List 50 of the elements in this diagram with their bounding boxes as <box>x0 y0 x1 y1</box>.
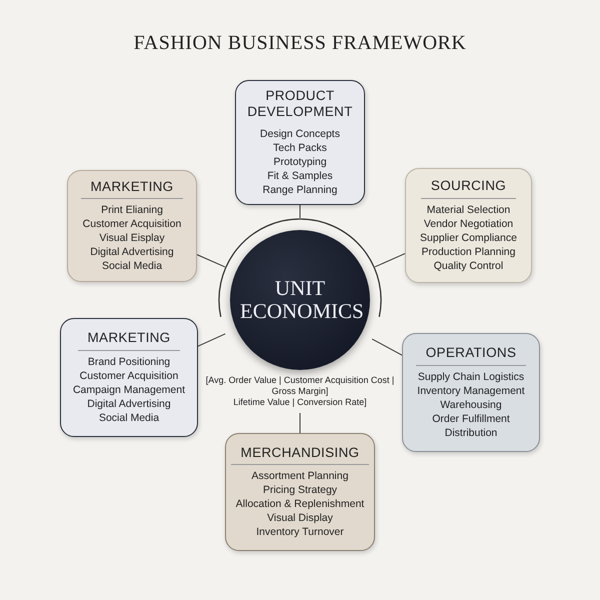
category-card <box>60 318 198 437</box>
hub-title: UNIT ECONOMICS <box>240 276 360 324</box>
connector-line <box>196 254 226 268</box>
card-item: Visual Eisplay <box>99 231 165 246</box>
card-item: Allocation & Replenishment <box>236 497 364 512</box>
card-item: Material Selection <box>426 202 510 217</box>
category-card <box>67 170 197 282</box>
connector-line <box>374 253 406 268</box>
card-item: Visual Display <box>267 511 333 526</box>
card-item: Range Planning <box>262 183 338 198</box>
card-item: Fit & Samples <box>267 169 333 184</box>
card-heading: MERCHANDISING <box>230 444 370 466</box>
card-heading: MARKETING <box>80 178 184 200</box>
card-item: Distribution <box>444 426 498 440</box>
category-card <box>225 433 375 551</box>
card-item: Supply Chain Logistics <box>418 370 524 384</box>
card-item: Inventory Management <box>417 384 525 398</box>
metrics-text: Lifetime Value | Conversion Rate] <box>232 397 368 408</box>
card-heading: PRODUCT DEVELOPMENT <box>246 88 354 120</box>
card-item: Digital Advertising <box>87 396 171 411</box>
card-item: Warehousing <box>440 398 502 412</box>
card-item: Prototyping <box>273 155 327 170</box>
connector-line <box>372 338 402 356</box>
card-item: Inventory Turnover <box>256 525 344 540</box>
card-heading: SOURCING <box>420 178 516 199</box>
card-item: Customer Acquisition <box>80 368 178 383</box>
card-item: Social Media <box>102 259 162 274</box>
card-heading: OPERATIONS <box>416 345 526 366</box>
connector-line <box>198 333 226 347</box>
card-item: Design Concepts <box>260 127 340 142</box>
card-item: Campaign Management <box>72 382 186 397</box>
category-card <box>235 80 365 205</box>
card-item: Digital Advertising <box>90 245 174 260</box>
card-item: Tech Packs <box>273 141 327 156</box>
card-item: Social Media <box>98 410 160 425</box>
card-item: Vendor Negotiation <box>424 216 514 231</box>
card-item: Supplier Compliance <box>420 230 517 245</box>
card-item: Quality Control <box>434 258 504 273</box>
card-item: Print Elianing <box>101 203 163 218</box>
card-heading: MARKETING <box>78 330 180 351</box>
diagram-title: FASHION BUSINESS FRAMEWORK <box>132 32 468 55</box>
card-item: Customer Acquisition <box>82 217 182 232</box>
card-item: Brand Positioning <box>88 354 170 369</box>
category-card <box>405 168 532 283</box>
card-item: Assortment Planning <box>252 469 348 484</box>
category-card <box>402 333 540 452</box>
card-item: Pricing Strategy <box>262 483 338 498</box>
card-item: Order Fulfillment <box>432 412 510 426</box>
metrics-text: [Avg. Order Value | Customer Acquisition Cost | Gross Margin] <box>204 375 396 397</box>
card-item: Production Planning <box>422 244 516 259</box>
